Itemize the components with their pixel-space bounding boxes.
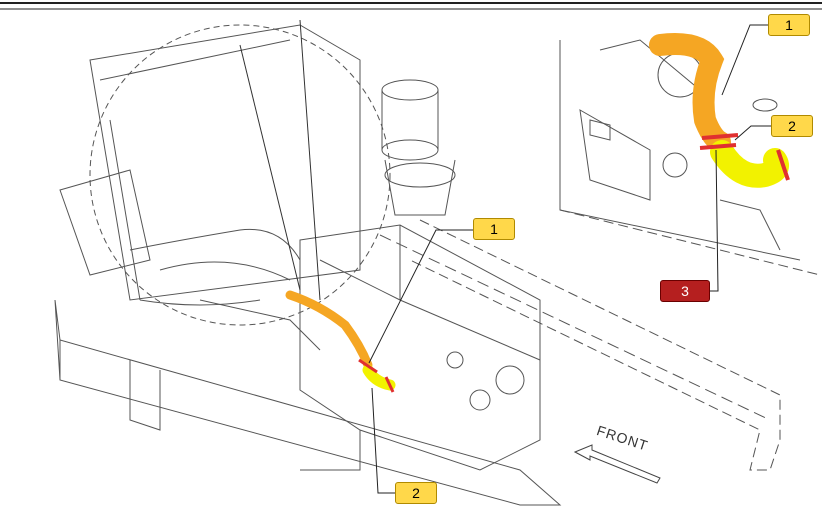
callout-1-inset: 1 xyxy=(768,14,810,36)
callout-2-inset: 2 xyxy=(771,115,813,137)
callout-1-main: 1 xyxy=(473,218,515,240)
callout-2-main: 2 xyxy=(395,482,437,504)
main-hose-assembly xyxy=(285,290,396,393)
callout-3-inset: 3 xyxy=(660,280,710,302)
inset-hose-assembly xyxy=(649,33,790,188)
